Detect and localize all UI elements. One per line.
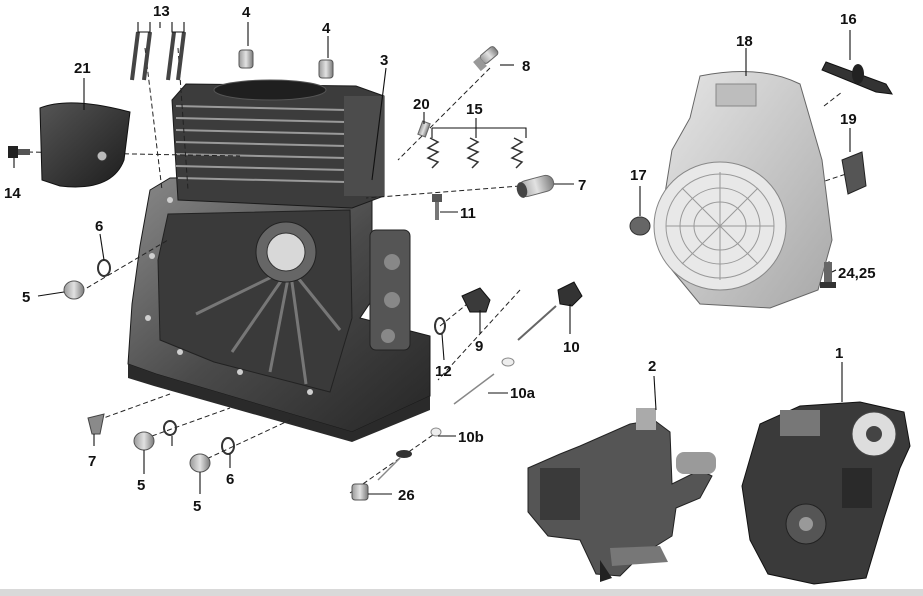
leader-lines <box>13 22 851 495</box>
head-studs <box>130 31 186 81</box>
assembly-photo-2 <box>527 408 716 582</box>
dipstick-10a <box>453 357 515 405</box>
callout-2: 2 <box>648 358 656 375</box>
screw-11 <box>432 194 442 220</box>
handle <box>821 61 893 95</box>
callout-10a: 10a <box>510 385 536 402</box>
callout-8: 8 <box>522 58 530 75</box>
lower-plug <box>87 413 105 435</box>
bottom-divider <box>0 589 923 596</box>
callout-labels: 13 4 4 3 21 8 20 15 14 7 11 6 5 9 10 12 … <box>4 3 876 515</box>
callout-5: 5 <box>137 477 145 494</box>
callout-4: 4 <box>242 4 251 21</box>
assembly-photo-1 <box>741 401 911 585</box>
side-cover <box>39 102 131 188</box>
grommet <box>629 216 651 236</box>
callout-13: 13 <box>153 3 170 20</box>
o-ring <box>221 437 235 455</box>
callout-17: 17 <box>630 167 647 184</box>
fitting-9 <box>461 287 491 313</box>
callout-11: 11 <box>460 205 476 222</box>
dowel-sleeve <box>238 49 254 69</box>
callout-15: 15 <box>466 101 483 118</box>
callout-7: 7 <box>578 177 586 194</box>
callout-10: 10 <box>563 339 580 356</box>
callout-20: 20 <box>413 96 430 113</box>
blower-shroud <box>653 71 833 309</box>
callout-21: 21 <box>74 60 91 77</box>
o-ring <box>97 259 111 277</box>
crankcase-block <box>127 175 431 442</box>
callout-5: 5 <box>22 289 30 306</box>
cover-bolt <box>8 146 30 158</box>
callout-3: 3 <box>380 52 388 69</box>
bracket <box>841 151 867 195</box>
callout-24-25: 24,25 <box>838 265 876 282</box>
dipstick <box>517 281 583 341</box>
small-pin <box>417 120 431 138</box>
callout-26: 26 <box>398 487 415 504</box>
dowel-sleeve <box>318 59 334 79</box>
drain-plug <box>351 483 369 501</box>
callout-12: 12 <box>435 363 452 380</box>
callout-4: 4 <box>322 20 331 37</box>
plug <box>63 280 211 473</box>
callout-1: 1 <box>835 345 843 362</box>
shroud-bolt <box>820 262 836 288</box>
callout-18: 18 <box>736 33 753 50</box>
bolt-8 <box>473 46 499 72</box>
callout-6: 6 <box>95 218 103 235</box>
callout-19: 19 <box>840 111 857 128</box>
callout-7: 7 <box>88 453 96 470</box>
callout-16: 16 <box>840 11 857 28</box>
callout-14: 14 <box>4 185 21 202</box>
sleeve-7 <box>516 174 555 198</box>
callout-10b: 10b <box>458 429 484 446</box>
callout-5: 5 <box>193 498 201 515</box>
o-ring <box>163 420 177 436</box>
callout-9: 9 <box>475 338 483 355</box>
cylinder-fins <box>171 79 385 209</box>
ring-12 <box>434 317 446 335</box>
springs <box>426 137 524 169</box>
dipstick-10b <box>377 427 442 481</box>
callout-6: 6 <box>226 471 234 488</box>
